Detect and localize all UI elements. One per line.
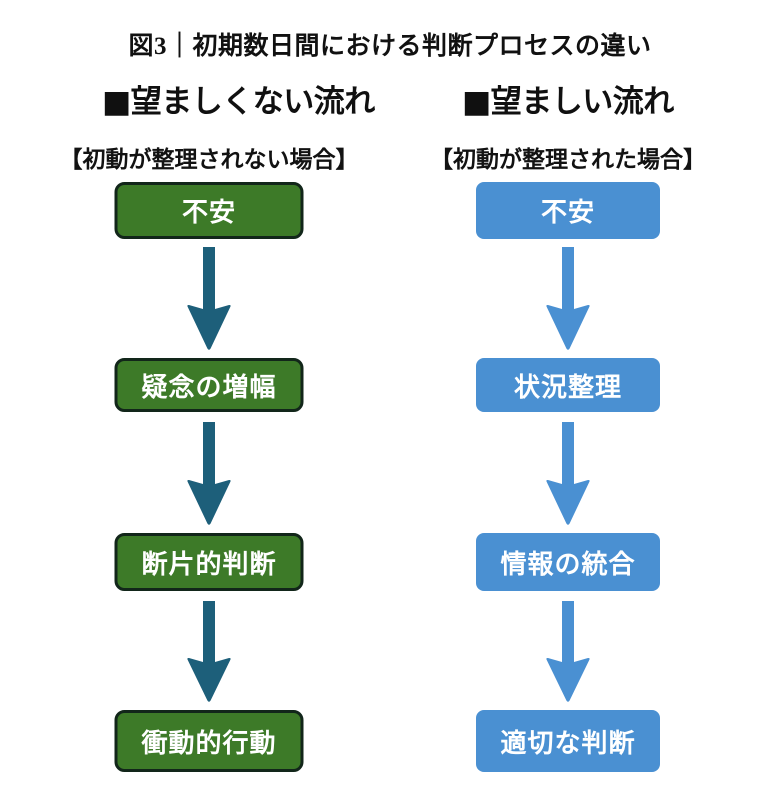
down-arrow-icon-desirable-3	[544, 601, 592, 702]
column-heading-undesirable: ■望ましくない流れ	[102, 84, 375, 120]
flow-node-undesirable-2: 疑念の増幅	[114, 358, 304, 412]
flow-node-undesirable-1: 不安	[114, 182, 304, 239]
column-heading-desirable: ■望ましい流れ	[462, 84, 674, 120]
down-arrow-icon-desirable-1	[544, 247, 592, 350]
figure-title: 図3｜初期数日間における判断プロセスの違い	[128, 33, 652, 60]
down-arrow-icon-undesirable-1	[185, 247, 233, 350]
down-arrow-icon-desirable-2	[544, 422, 592, 525]
flow-node-undesirable-4: 衝動的行動	[114, 710, 304, 772]
flow-node-desirable-2: 状況整理	[476, 358, 660, 412]
flow-node-desirable-4: 適切な判断	[476, 710, 660, 772]
down-arrow-icon-undesirable-2	[185, 422, 233, 525]
flow-node-desirable-3: 情報の統合	[476, 533, 660, 591]
flow-node-undesirable-3: 断片的判断	[114, 533, 304, 591]
flow-node-desirable-1: 不安	[476, 182, 660, 239]
flow-column-desirable: 不安 状況整理 情報の統合 適切な判断	[388, 0, 748, 788]
column-caption-desirable: 【初動が整理された場合】	[430, 147, 706, 172]
column-caption-undesirable: 【初動が整理されない場合】	[59, 147, 359, 172]
down-arrow-icon-undesirable-3	[185, 601, 233, 702]
flow-column-undesirable: 不安 疑念の増幅 断片的判断 衝動的行動	[29, 0, 389, 788]
